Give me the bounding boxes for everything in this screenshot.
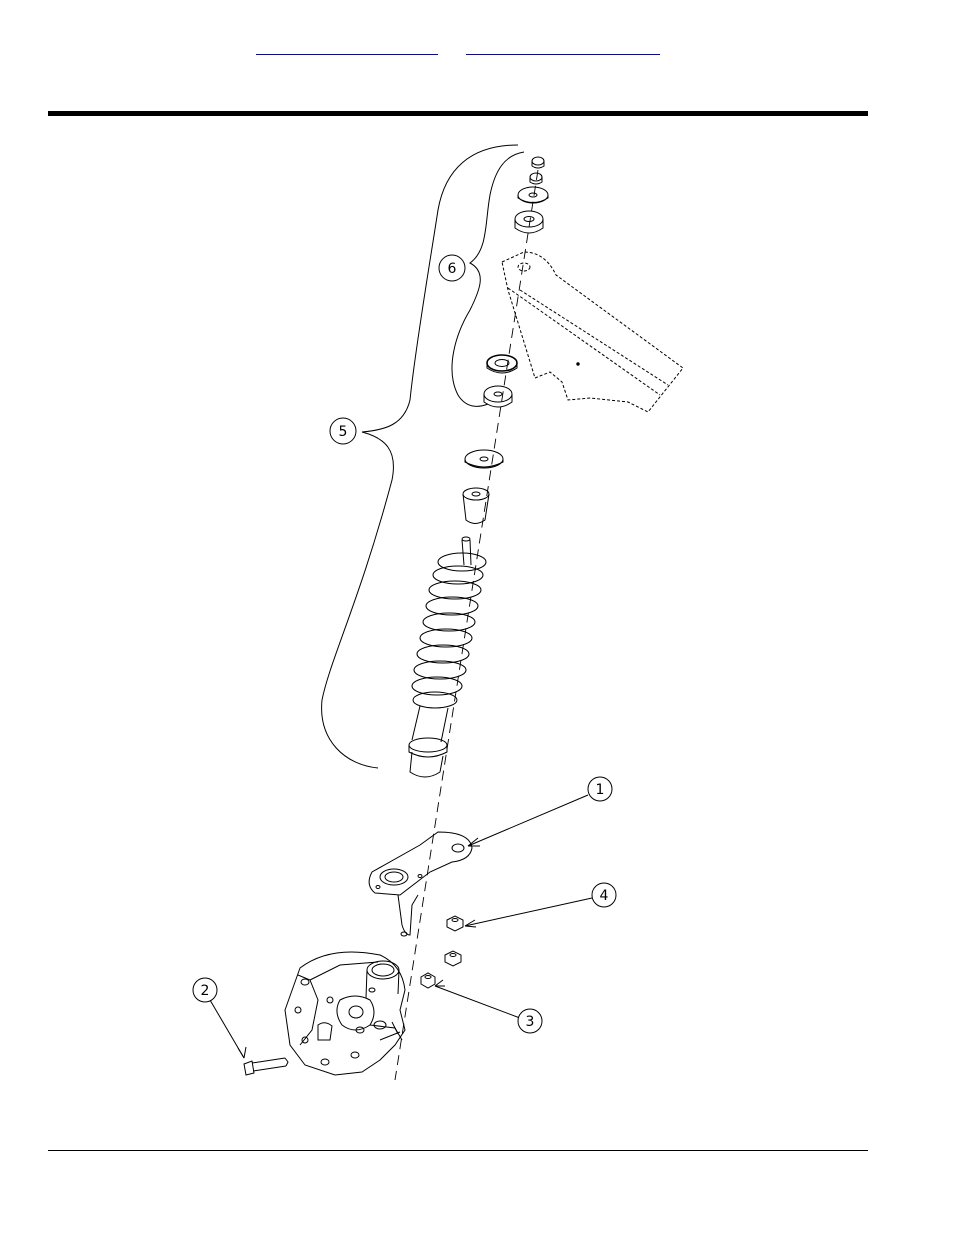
lock-nut-side — [421, 973, 435, 988]
spindle-arm — [369, 832, 472, 936]
top-rubber-bushing — [515, 211, 543, 233]
svg-text:1: 1 — [596, 782, 605, 798]
leader-2-arrow — [238, 1047, 246, 1058]
callout-6: 6 — [439, 255, 465, 281]
callout-5: 5 — [330, 418, 356, 444]
top-lock-nut — [530, 173, 542, 184]
lock-nut-upper — [447, 916, 463, 931]
leader-4 — [465, 898, 592, 926]
top-jam-nut — [532, 157, 544, 168]
frame-bracket-phantom — [502, 252, 683, 412]
callout-2: 2 — [193, 978, 217, 1002]
leader-3-arrow — [435, 980, 445, 986]
svg-text:5: 5 — [339, 424, 348, 440]
coil-spring — [412, 553, 486, 708]
callout-3: 3 — [518, 1009, 542, 1033]
spring-seat-washer — [465, 450, 503, 468]
bracket-hole — [577, 363, 579, 365]
callout-4: 4 — [592, 883, 616, 907]
svg-text:4: 4 — [600, 888, 609, 904]
callout-1: 1 — [588, 777, 612, 801]
lock-nut-lower — [445, 951, 461, 966]
svg-text:3: 3 — [526, 1014, 535, 1030]
top-flat-washer — [518, 187, 548, 203]
leader-1 — [468, 795, 588, 846]
brace-5 — [322, 145, 518, 768]
assembly-axis-line — [395, 170, 538, 1080]
upper-cup-washer — [487, 355, 517, 373]
svg-text:6: 6 — [448, 261, 457, 277]
gearbox-housing — [285, 952, 405, 1075]
hex-bolt — [244, 1058, 288, 1075]
lower-rubber-bushing — [484, 386, 512, 407]
leader-3 — [435, 986, 520, 1018]
svg-text:2: 2 — [201, 983, 210, 999]
footer-rule — [48, 1150, 868, 1151]
